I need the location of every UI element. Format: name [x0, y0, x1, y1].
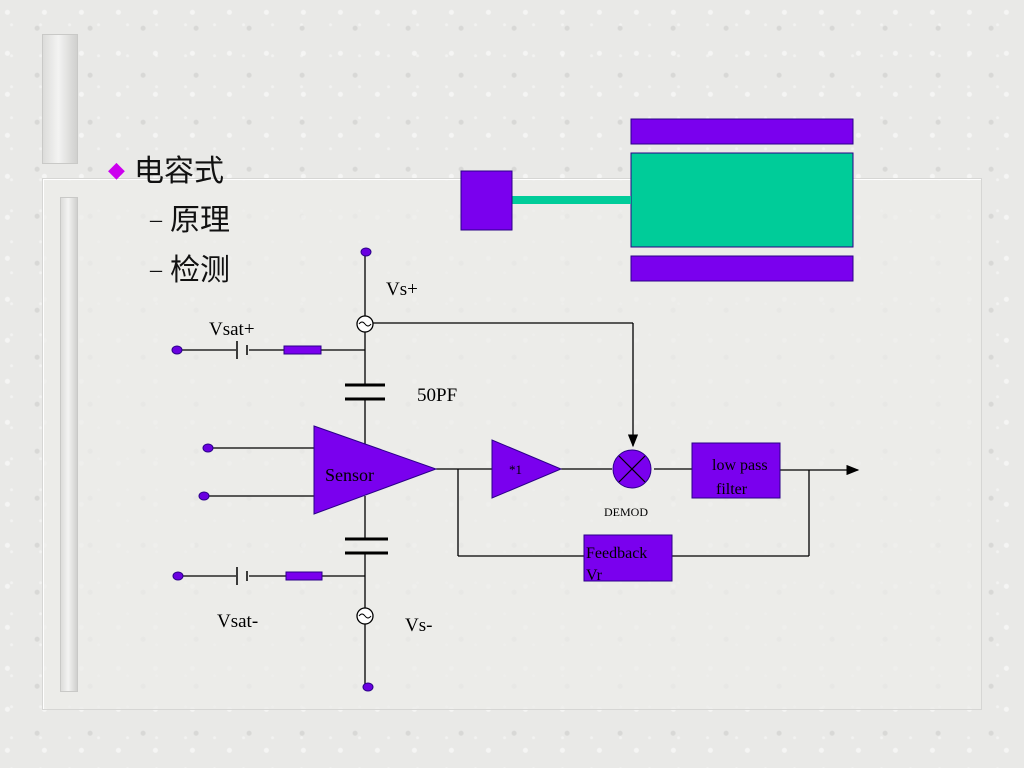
ac-source-lower-icon [356, 607, 374, 625]
label-demod: DEMOD [604, 505, 648, 519]
decorative-strip-top [42, 34, 78, 164]
sensor-illustration [460, 118, 854, 282]
demodulator-icon [612, 449, 652, 489]
terminal-input-2 [198, 491, 210, 501]
subitem-text: 原理 [170, 204, 230, 237]
label-sensor: Sensor [325, 465, 374, 485]
outline-subitem-1: –原理 [150, 206, 230, 236]
battery-vsat-minus-icon [236, 567, 248, 585]
label-feedback-line2: Vr [586, 567, 603, 584]
center-plate [630, 152, 854, 248]
wires [177, 252, 860, 686]
sensor-amplifier [313, 425, 438, 515]
outline-bullet: ◆ 电容式 [108, 157, 224, 187]
label-vsat-minus: Vsat- [217, 611, 258, 632]
label-lpf-line2: filter [716, 481, 748, 498]
feedback-block [583, 534, 673, 582]
terminals [171, 247, 374, 692]
low-pass-filter-block [691, 442, 781, 499]
terminal-vsat-minus [172, 571, 184, 581]
label-capacitance: 50PF [417, 385, 457, 406]
label-feedback-line1: Feedback [586, 545, 647, 562]
subitem-text: 检测 [170, 254, 230, 287]
bullet-text: 电容式 [134, 155, 224, 188]
capacitor-lower [345, 537, 388, 555]
top-plate [630, 118, 854, 145]
battery-vsat-plus-icon [236, 341, 248, 359]
terminal-vs-plus [360, 247, 372, 257]
outline-subitem-2: –检测 [150, 256, 230, 286]
dash-marker-icon: – [150, 257, 162, 283]
label-buffer: *1 [509, 462, 522, 477]
resistor-lower [285, 571, 323, 581]
decorative-strip-left [60, 197, 78, 692]
terminal-input-1 [202, 443, 214, 453]
label-vsat-plus: Vsat+ [209, 319, 255, 340]
terminal-vsat-plus [171, 345, 183, 355]
label-vs-plus: Vs+ [386, 279, 418, 300]
resistor-upper [283, 345, 322, 355]
proof-mass-block [460, 170, 513, 231]
bottom-plate [630, 255, 854, 282]
connector-rod [512, 196, 631, 204]
dash-marker-icon: – [150, 207, 162, 233]
label-lpf-line1: low pass [712, 457, 768, 474]
label-vs-minus: Vs- [405, 615, 432, 636]
capacitor-50pf [345, 383, 385, 401]
ac-source-upper-icon [356, 315, 374, 333]
terminal-vs-minus [362, 682, 374, 692]
buffer-amplifier [491, 439, 563, 499]
diamond-bullet-icon: ◆ [108, 157, 125, 182]
